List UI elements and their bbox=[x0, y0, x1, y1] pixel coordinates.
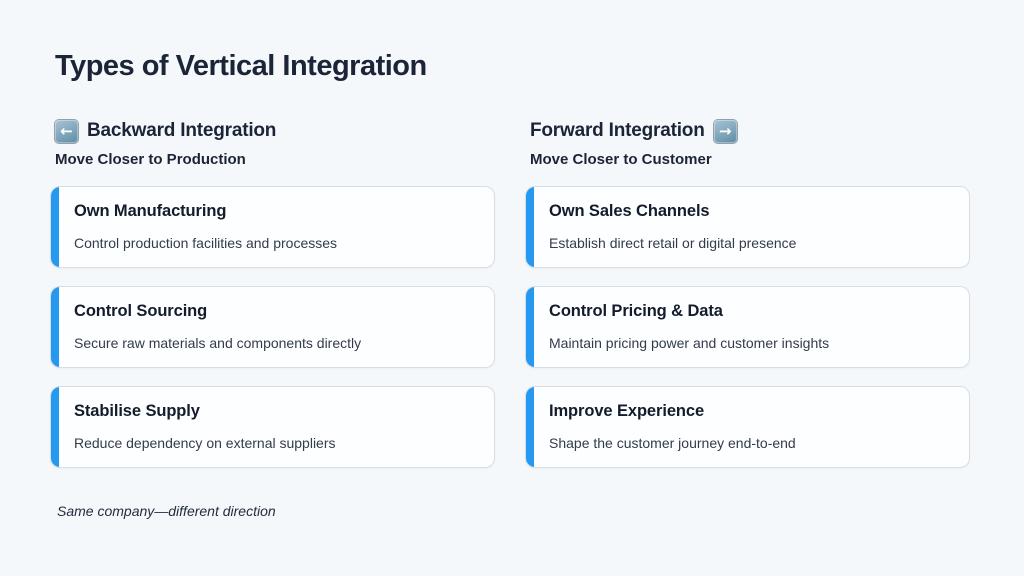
card-title: Improve Experience bbox=[549, 402, 705, 421]
card-title: Control Pricing & Data bbox=[549, 302, 723, 321]
card-description: Reduce dependency on external suppliers bbox=[74, 435, 336, 452]
backward-cards: Own Manufacturing Control production fac… bbox=[50, 186, 495, 469]
card-control-sourcing: Control Sourcing Secure raw materials an… bbox=[50, 286, 495, 369]
card-description: Maintain pricing power and customer insi… bbox=[549, 335, 830, 352]
card-stabilise-supply: Stabilise Supply Reduce dependency on ex… bbox=[50, 386, 495, 469]
card-title: Own Manufacturing bbox=[74, 202, 227, 221]
backward-integration-subtitle: Move Closer to Production bbox=[55, 151, 246, 169]
card-improve-experience: Improve Experience Shape the customer jo… bbox=[525, 386, 970, 469]
card-description: Establish direct retail or digital prese… bbox=[549, 235, 797, 252]
card-description: Secure raw materials and components dire… bbox=[74, 335, 362, 352]
columns-container: ← Backward Integration Move Closer to Pr… bbox=[50, 118, 970, 486]
card-description: Control production facilities and proces… bbox=[74, 235, 338, 252]
backward-integration-title: Backward Integration bbox=[87, 120, 277, 142]
column-backward-integration: ← Backward Integration Move Closer to Pr… bbox=[50, 118, 495, 486]
forward-integration-subtitle: Move Closer to Customer bbox=[530, 151, 712, 169]
left-arrow-icon: ← bbox=[55, 119, 78, 143]
card-own-manufacturing: Own Manufacturing Control production fac… bbox=[50, 186, 495, 269]
card-own-sales-channels: Own Sales Channels Establish direct reta… bbox=[525, 186, 970, 269]
forward-integration-header: Forward Integration → bbox=[530, 118, 970, 144]
card-title: Control Sourcing bbox=[74, 302, 208, 321]
column-forward-integration: Forward Integration → Move Closer to Cus… bbox=[525, 118, 970, 486]
forward-integration-title: Forward Integration bbox=[530, 120, 705, 142]
card-description: Shape the customer journey end-to-end bbox=[549, 435, 796, 452]
footnote: Same company—different direction bbox=[57, 503, 276, 520]
backward-integration-header: ← Backward Integration bbox=[55, 118, 495, 144]
page-title: Types of Vertical Integration bbox=[55, 50, 427, 82]
card-title: Own Sales Channels bbox=[549, 202, 710, 221]
card-title: Stabilise Supply bbox=[74, 402, 200, 421]
forward-cards: Own Sales Channels Establish direct reta… bbox=[525, 186, 970, 469]
right-arrow-icon: → bbox=[713, 119, 737, 143]
card-control-pricing-data: Control Pricing & Data Maintain pricing … bbox=[525, 286, 970, 369]
